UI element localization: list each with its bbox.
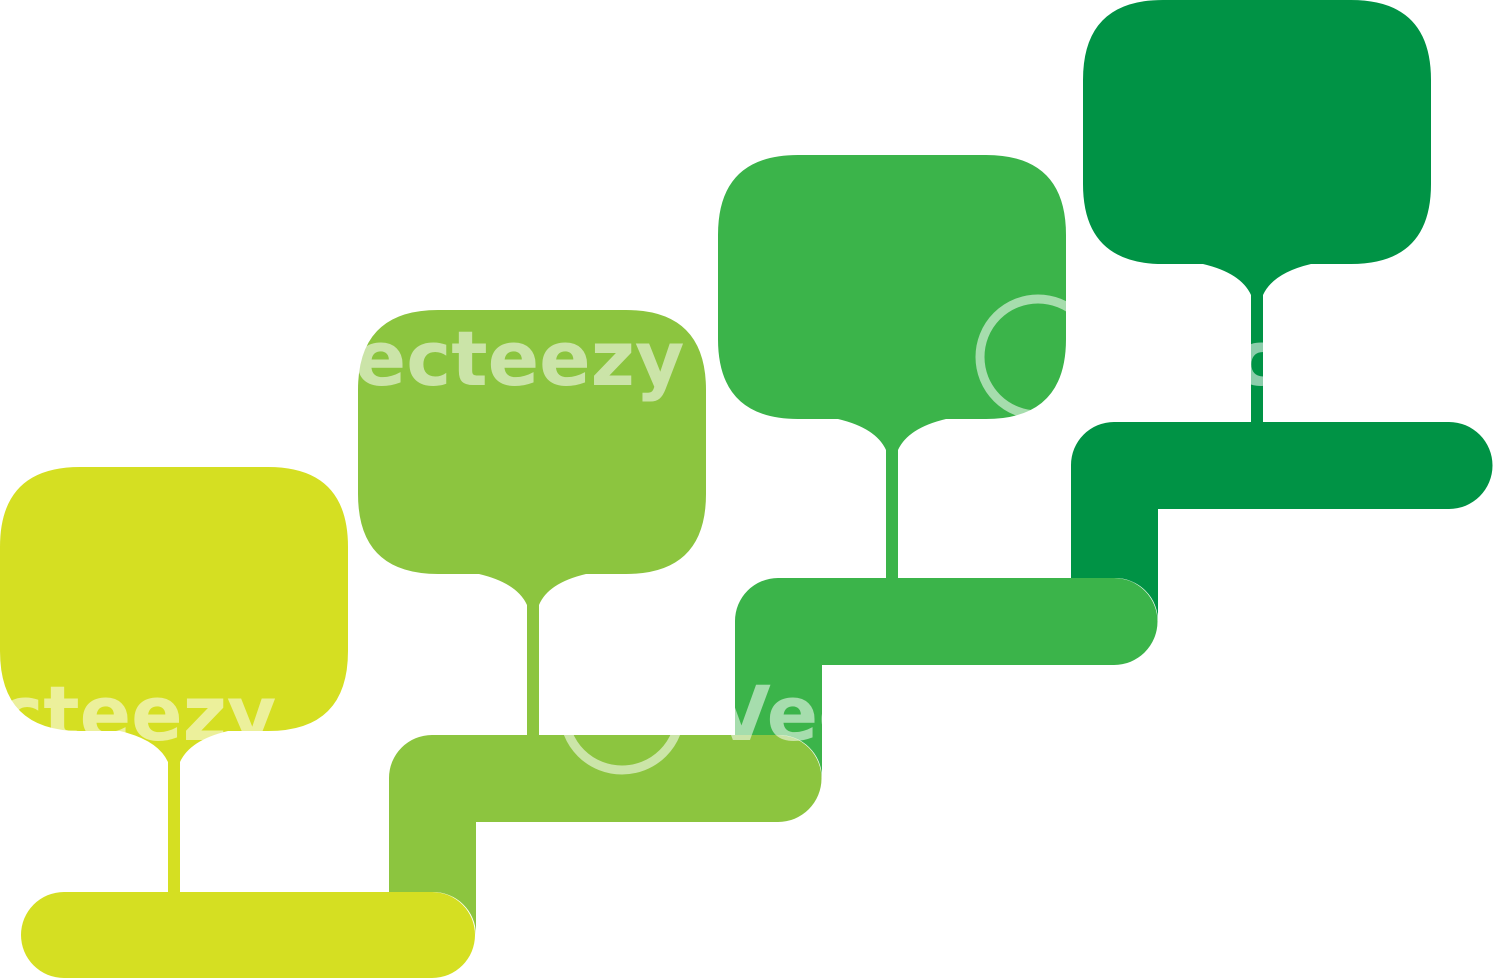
step-1-stem	[168, 755, 180, 895]
step-4-box	[1083, 0, 1431, 295]
watermark-text: Vecteezy	[712, 0, 1096, 56]
step-1	[0, 467, 475, 978]
watermark-text: Vecteezy	[0, 669, 276, 758]
watermark-mark	[1387, 649, 1493, 775]
step-2-stem	[527, 598, 539, 738]
step-4-stem	[1251, 286, 1263, 426]
step-4	[1071, 0, 1493, 622]
step-2	[358, 310, 822, 978]
step-4-stair	[1071, 422, 1493, 622]
watermark-text: Vecteezy	[712, 669, 1096, 758]
watermark-text: Vecteezy	[0, 0, 276, 56]
step-3-stair	[735, 578, 1158, 778]
watermark-mark: Vecteezy	[975, 294, 1493, 420]
step-3-stem	[886, 441, 898, 581]
step-1-stair	[21, 892, 475, 978]
watermark-mark: Vecteezy	[0, 0, 276, 56]
watermark: Vecteezy Vecteezy Vecteezy Vecteezy Vect…	[0, 0, 1493, 770]
watermark-mark: Vecteezy	[147, 294, 684, 420]
watermark-mark: Vecteezy	[559, 649, 1096, 775]
step-1-box	[0, 467, 348, 762]
step-2-stair	[389, 735, 822, 978]
watermark-text: Vecteezy	[1128, 314, 1493, 403]
watermark-mark: Vecteezy	[559, 0, 1096, 73]
watermark-mark: Vecteezy	[0, 669, 276, 758]
step-2-box	[358, 310, 706, 605]
watermark-text: Vecteezy	[300, 314, 684, 403]
